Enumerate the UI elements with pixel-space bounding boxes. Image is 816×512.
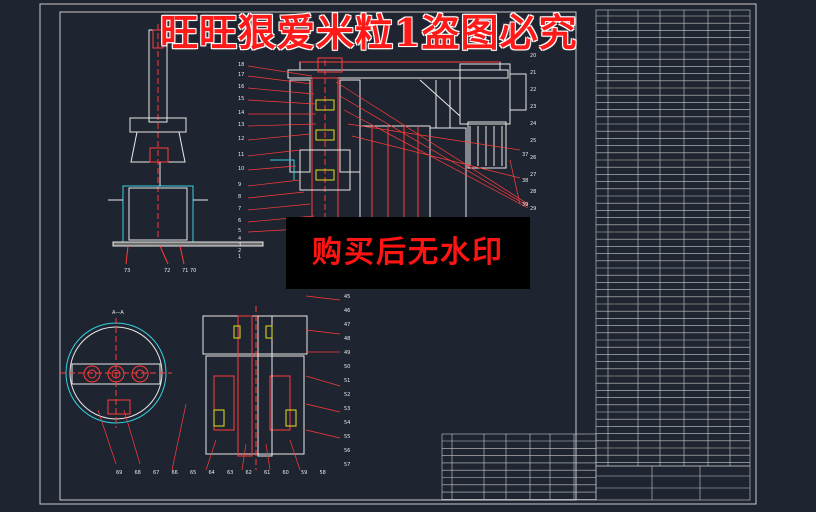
bottom-number: 67 (153, 470, 159, 476)
inner-border (59, 11, 577, 501)
base-label: 73 (124, 268, 130, 274)
leader-number-left: 18 (238, 62, 244, 68)
leader-number-right: 19 (530, 36, 536, 42)
leader-number-left: 8 (238, 194, 241, 200)
parts-list-rows (596, 15, 750, 463)
leader-number-right: 27 (530, 172, 536, 178)
detail-number: 46 (344, 308, 350, 314)
title-block (441, 433, 751, 501)
watermark-top: 旺旺狠爱米粒1盗图必究 (160, 10, 578, 55)
leader-number-left: 5 (238, 228, 241, 234)
bottom-number: 68 (135, 470, 141, 476)
watermark-center-box: 购买后无水印 (286, 217, 530, 289)
leader-number-right: 24 (530, 121, 536, 127)
leader-number-left: 13 (238, 122, 244, 128)
leader-number-left: 16 (238, 84, 244, 90)
watermark-center-text: 购买后无水印 (312, 235, 504, 270)
bottom-number: 64 (209, 470, 215, 476)
leader-number-right: 28 (530, 189, 536, 195)
bottom-number: 61 (264, 470, 270, 476)
detail-number: 48 (344, 336, 350, 342)
leader-number-left: 15 (238, 96, 244, 102)
leader-number-left: 7 (238, 206, 241, 212)
parts-list-table (595, 9, 751, 467)
leader-number-right: 21 (530, 70, 536, 76)
detail-number: 49 (344, 350, 350, 356)
bottom-number: 66 (172, 470, 178, 476)
base-label: 70 (190, 268, 196, 274)
leader-number-right: 20 (530, 53, 536, 59)
detail-number: 57 (344, 462, 350, 468)
detail-number: 55 (344, 434, 350, 440)
leader-number-left: 12 (238, 136, 244, 142)
leader-number-right: 25 (530, 138, 536, 144)
leader-number-right: 26 (530, 155, 536, 161)
left-elevation-view (108, 24, 264, 265)
section-aa-view (60, 318, 172, 465)
leader-number-right: 22 (530, 87, 536, 93)
bottom-number: 58 (320, 470, 326, 476)
leader-number-left: 4 (238, 236, 241, 242)
callout-number: 38 (522, 178, 528, 184)
leader-number-right: 29 (530, 206, 536, 212)
outer-border (39, 3, 757, 505)
callout-number: 39 (522, 202, 528, 208)
detail-number: 50 (344, 364, 350, 370)
leader-number-left: 11 (238, 152, 244, 158)
bottom-number: 59 (301, 470, 307, 476)
detail-number: 51 (344, 378, 350, 384)
bottom-number: 69 (116, 470, 122, 476)
detail-number: 56 (344, 448, 350, 454)
bottom-number: 62 (246, 470, 252, 476)
leader-number-left: 9 (238, 182, 241, 188)
leader-number-left: 17 (238, 72, 244, 78)
bottom-number: 63 (227, 470, 233, 476)
leader-number-left: 3 (238, 242, 241, 248)
leader-number-right: 23 (530, 104, 536, 110)
callout-number: 37 (522, 152, 528, 158)
detail-view-bottom (171, 295, 341, 471)
leader-lines-right (335, 81, 529, 209)
part-number-labels: 1817161514131211109876543211920212223242… (112, 36, 536, 476)
detail-number: 47 (344, 322, 350, 328)
leader-number-left: 10 (238, 166, 244, 172)
detail-number: 53 (344, 406, 350, 412)
main-section-view (270, 57, 527, 241)
title-block-rows (442, 440, 596, 500)
bottom-number: 65 (190, 470, 196, 476)
section-label: A—A (112, 310, 124, 316)
detail-number: 45 (344, 294, 350, 300)
leader-lines-left (247, 65, 319, 233)
leader-number-left: 14 (238, 110, 244, 116)
base-label: 71 (182, 268, 188, 274)
bottom-number: 60 (283, 470, 289, 476)
detail-number: 54 (344, 420, 350, 426)
base-label: 72 (164, 268, 170, 274)
leader-number-left: 2 (238, 248, 241, 254)
detail-number: 52 (344, 392, 350, 398)
leader-number-left: 1 (238, 254, 241, 260)
leader-number-left: 6 (238, 218, 241, 224)
